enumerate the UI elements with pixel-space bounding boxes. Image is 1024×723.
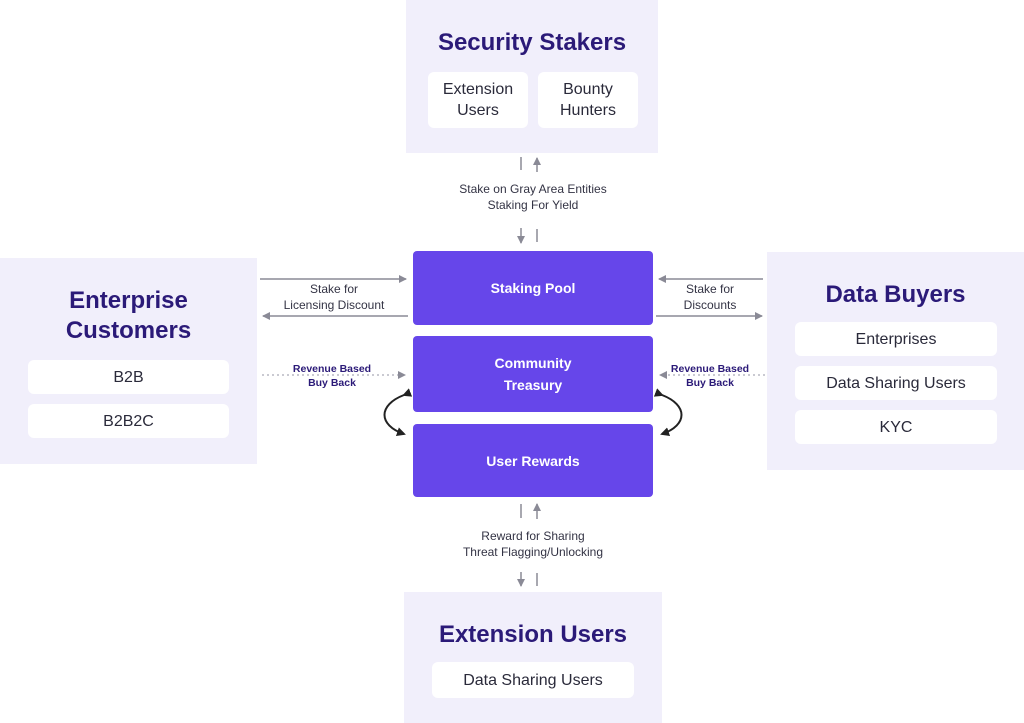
- flow-label-bottom: Reward for Sharing Threat Flagging/Unloc…: [462, 529, 604, 559]
- chip-enterprises: Enterprises: [795, 322, 997, 356]
- security-stakers-title: Security Stakers: [437, 29, 627, 56]
- flow-label-right-buyback: Revenue Based Buy Back: [670, 363, 750, 389]
- flow-label-left-stake: Stake for Licensing Discount: [283, 282, 385, 312]
- chip-kyc: KYC: [795, 410, 997, 444]
- data-buyers-panel: Data Buyers Enterprises Data Sharing Use…: [767, 252, 1024, 470]
- flow-label-right-stake: Stake for Discounts: [683, 282, 737, 312]
- right-curved-arrow: [653, 388, 683, 436]
- chip-data-sharing-users: Data Sharing Users: [795, 366, 997, 400]
- extension-users-panel: Extension Users Data Sharing Users: [404, 592, 662, 723]
- community-treasury-box: Community Treasury: [413, 336, 653, 412]
- chip-extension-users: Extension Users: [428, 72, 528, 128]
- chip-data-sharing-users-ext: Data Sharing Users: [432, 662, 634, 698]
- user-rewards-box: User Rewards: [413, 424, 653, 497]
- enterprise-customers-panel: Enterprise Customers B2B B2B2C: [0, 258, 257, 464]
- enterprise-customers-title: Enterprise Customers: [65, 287, 192, 344]
- chip-b2b: B2B: [28, 360, 229, 394]
- extension-users-title: Extension Users: [438, 621, 628, 648]
- left-curved-arrow: [383, 388, 413, 436]
- security-stakers-panel: Security Stakers Extension Users Bounty …: [406, 0, 658, 153]
- data-buyers-title: Data Buyers: [825, 281, 966, 308]
- chip-bounty-hunters: Bounty Hunters: [538, 72, 638, 128]
- flow-label-top: Stake on Gray Area Entities Staking For …: [459, 182, 607, 212]
- chip-b2b2c: B2B2C: [28, 404, 229, 438]
- flow-label-left-buyback: Revenue Based Buy Back: [292, 363, 372, 389]
- staking-pool-box: Staking Pool: [413, 251, 653, 325]
